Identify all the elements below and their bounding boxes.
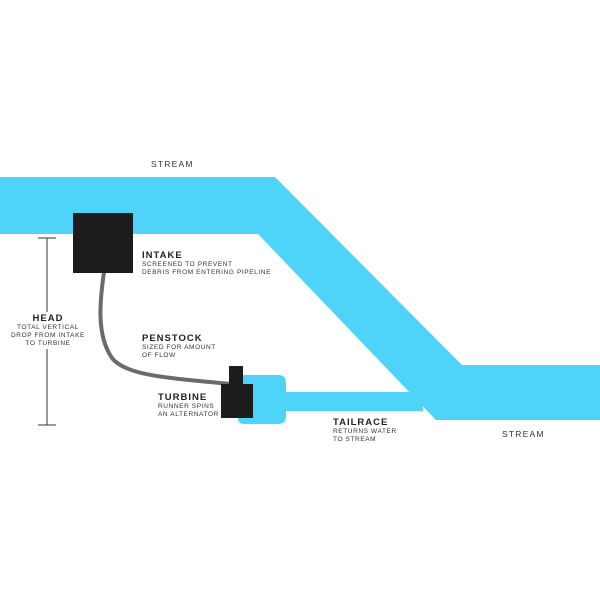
stream-label-bottom: STREAM — [502, 429, 545, 439]
head-label: HEAD TOTAL VERTICAL DROP FROM INTAKE TO … — [4, 312, 92, 349]
penstock-pipe — [98, 270, 232, 386]
penstock-label: PENSTOCK SIZED FOR AMOUNT OF FLOW — [142, 333, 216, 360]
turbine-desc-1: RUNNER SPINS — [158, 403, 215, 410]
intake-desc-2: DEBRIS FROM ENTERING PIPELINE — [142, 269, 272, 276]
head-title: HEAD — [32, 313, 64, 324]
head-desc-3: TO TURBINE — [25, 340, 71, 347]
turbine-title: TURBINE — [158, 392, 208, 403]
turbine-label: TURBINE RUNNER SPINS AN ALTERNATOR — [158, 392, 219, 419]
stream-channel — [0, 177, 600, 420]
turbine-desc-2: AN ALTERNATOR — [158, 411, 219, 418]
intake-title: INTAKE — [142, 250, 183, 261]
intake-desc-1: SCREENED TO PREVENT — [142, 261, 233, 268]
turbine-top — [229, 366, 243, 386]
head-desc-2: DROP FROM INTAKE — [10, 332, 85, 339]
head-desc-1: TOTAL VERTICAL — [17, 324, 79, 331]
tailrace-channel — [238, 375, 423, 424]
tailrace-desc-2: TO STREAM — [333, 436, 377, 443]
stream-label-top: STREAM — [151, 159, 194, 169]
tailrace-title: TAILRACE — [333, 417, 389, 428]
penstock-desc-1: SIZED FOR AMOUNT — [142, 344, 216, 351]
penstock-title: PENSTOCK — [142, 333, 203, 344]
intake-box — [73, 213, 133, 273]
tailrace-desc-1: RETURNS WATER — [333, 428, 397, 435]
tailrace-label: TAILRACE RETURNS WATER TO STREAM — [333, 417, 397, 444]
intake-label: INTAKE SCREENED TO PREVENT DEBRIS FROM E… — [142, 250, 271, 277]
penstock-desc-2: OF FLOW — [142, 352, 176, 359]
turbine-body — [221, 384, 253, 418]
